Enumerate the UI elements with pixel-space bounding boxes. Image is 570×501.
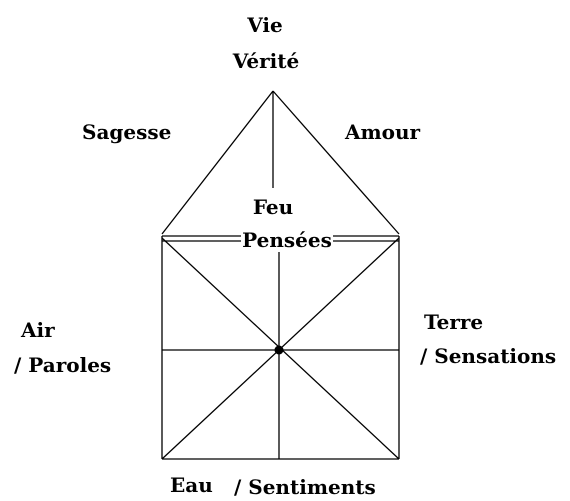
label-vie: Vie	[246, 13, 283, 37]
label-sensations: / Sensations	[420, 344, 556, 368]
label-paroles: / Paroles	[14, 353, 111, 377]
label-terre: Terre	[424, 310, 483, 334]
label-eau: Eau	[170, 473, 213, 497]
label-verite: Vérité	[232, 49, 300, 73]
label-amour: Amour	[344, 120, 421, 144]
roof-left-line	[161, 90, 274, 235]
label-air: Air	[20, 318, 55, 342]
label-sagesse: Sagesse	[82, 120, 171, 144]
roof-right-line	[272, 90, 400, 235]
label-pensees: Pensées	[242, 228, 332, 252]
center-dot	[274, 345, 284, 355]
label-sentiments: / Sentiments	[234, 475, 376, 499]
label-feu: Feu	[253, 195, 293, 219]
